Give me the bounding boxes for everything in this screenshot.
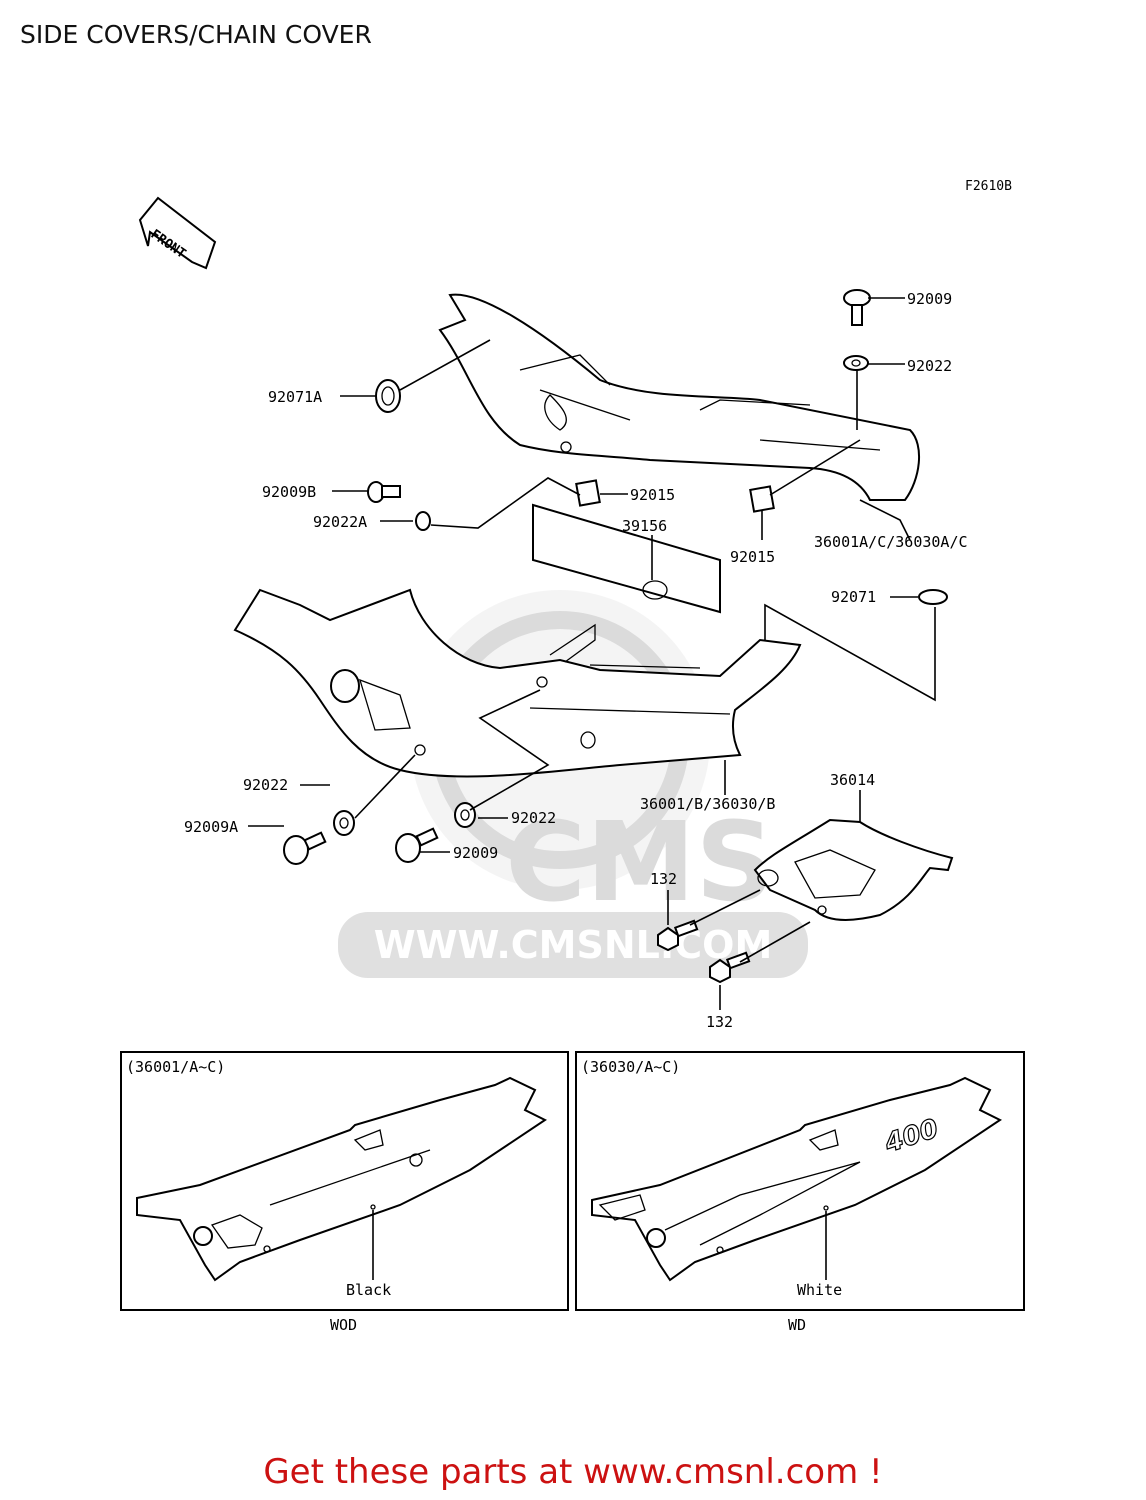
washer-92022-middle bbox=[454, 802, 476, 828]
clip-92015-a bbox=[575, 479, 601, 507]
inset-left: (36001/A~C) Black bbox=[120, 1051, 569, 1311]
callout-39156: 39156 bbox=[622, 517, 667, 535]
callout-92022-left: 92022 bbox=[243, 776, 288, 794]
diagram-code: F2610B bbox=[965, 179, 1012, 194]
inset-left-model-code: WOD bbox=[330, 1316, 357, 1334]
callout-92022-middle: 92022 bbox=[511, 809, 556, 827]
grommet-92071a bbox=[375, 379, 401, 413]
callout-92071a: 92071A bbox=[268, 388, 322, 406]
clip-92015-b bbox=[749, 485, 775, 513]
leader-lines bbox=[248, 297, 936, 1010]
grommet-92071 bbox=[918, 589, 948, 605]
callout-92009b: 92009B bbox=[262, 483, 316, 501]
chain-cover-36014 bbox=[753, 818, 954, 921]
bolt-92009a bbox=[283, 831, 327, 865]
upper-side-cover bbox=[438, 293, 921, 501]
callout-36014: 36014 bbox=[830, 771, 875, 789]
callout-92022a: 92022A bbox=[313, 513, 367, 531]
washer-92022a bbox=[415, 511, 431, 531]
inset-left-color-label: Black bbox=[346, 1281, 391, 1299]
callout-92015-b: 92015 bbox=[730, 548, 775, 566]
inset-right-color-label: White bbox=[797, 1281, 842, 1299]
inset-right-model-code: WD bbox=[788, 1316, 806, 1334]
callout-92009-top: 92009 bbox=[907, 290, 952, 308]
bolt-92009b bbox=[367, 481, 401, 503]
callout-92071: 92071 bbox=[831, 588, 876, 606]
callout-92022-top: 92022 bbox=[907, 357, 952, 375]
callout-92009-middle: 92009 bbox=[453, 844, 498, 862]
parts-diagram: CMS WWW.CMSNL.COM F2610B FRONT bbox=[120, 179, 1025, 1334]
inset-right-title: (36030/A~C) bbox=[581, 1058, 680, 1076]
front-arrow-icon: FRONT bbox=[138, 196, 217, 270]
page-title: SIDE COVERS/CHAIN COVER bbox=[20, 20, 372, 49]
callout-132-lower: 132 bbox=[706, 1013, 733, 1031]
watermark-url: WWW.CMSNL.COM bbox=[374, 923, 773, 967]
promo-link[interactable]: Get these parts at www.cmsnl.com ! bbox=[263, 1452, 883, 1492]
washer-92022-top bbox=[843, 355, 869, 371]
inset-right: (36030/A~C) 400 White bbox=[575, 1051, 1025, 1311]
bolt-92009-middle bbox=[395, 827, 439, 863]
washer-92022-left bbox=[333, 810, 355, 836]
pad-39156 bbox=[532, 503, 721, 614]
callout-36001b: 36001/B/36030/B bbox=[640, 795, 775, 813]
callout-132-upper: 132 bbox=[650, 870, 677, 888]
callout-36001ac: 36001A/C/36030A/C bbox=[814, 533, 968, 551]
callout-92015-a: 92015 bbox=[630, 486, 675, 504]
callout-92009a: 92009A bbox=[184, 818, 238, 836]
bolt-92009-top bbox=[843, 289, 871, 326]
lower-side-cover bbox=[233, 588, 802, 778]
inset-left-title: (36001/A~C) bbox=[126, 1058, 225, 1076]
